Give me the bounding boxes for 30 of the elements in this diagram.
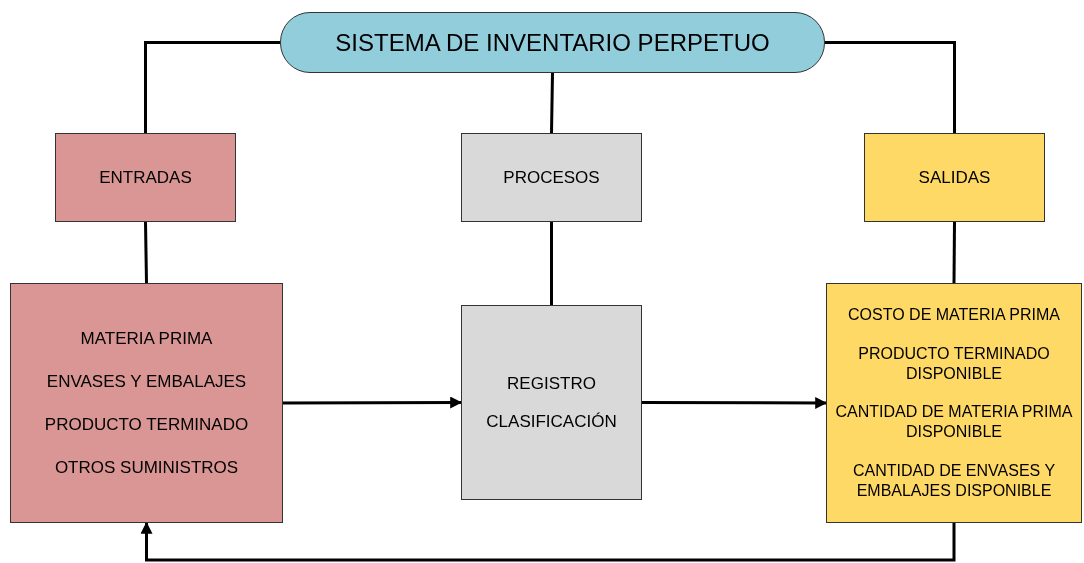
node-text: PRODUCTO TERMINADO: [44, 414, 249, 435]
node-text: ENVASES Y EMBALAJES: [46, 371, 247, 392]
connector-line: [550, 72, 554, 134]
category-box: [864, 133, 1045, 222]
process-box: [461, 305, 642, 500]
category-box: [461, 133, 642, 222]
arrow: [140, 521, 956, 562]
arrow: [642, 396, 828, 409]
title-pill: [280, 12, 825, 73]
category-box: [55, 133, 236, 222]
node-text: CLASIFICACIÓN: [486, 411, 617, 432]
node-text: PROCESOS: [503, 167, 600, 188]
connector-line: [550, 222, 553, 305]
node-text: SISTEMA DE INVENTARIO PERPETUO: [335, 27, 770, 58]
connector-line: [144, 41, 280, 133]
output-list-box: [826, 283, 1082, 523]
connector-line: [825, 41, 956, 133]
node-text: CANTIDAD DE MATERIA PRIMA DISPONIBLE: [834, 402, 1074, 443]
node-text: CANTIDAD DE ENVASES Y EMBALAJES DISPONIBLE: [851, 461, 1057, 502]
node-text: MATERIA PRIMA: [80, 328, 213, 349]
connector-line: [144, 221, 148, 284]
node-text: OTROS SUMINISTROS: [54, 457, 239, 478]
node-text: ENTRADAS: [99, 167, 192, 188]
connector-line: [952, 222, 956, 283]
input-list-box: [10, 283, 283, 523]
node-text: COSTO DE MATERIA PRIMA: [848, 304, 1060, 325]
node-text: PRODUCTO TERMINADO DISPONIBLE: [857, 343, 1051, 384]
arrow: [283, 396, 463, 409]
node-text: REGISTRO: [507, 373, 596, 394]
node-text: SALIDAS: [918, 167, 991, 188]
